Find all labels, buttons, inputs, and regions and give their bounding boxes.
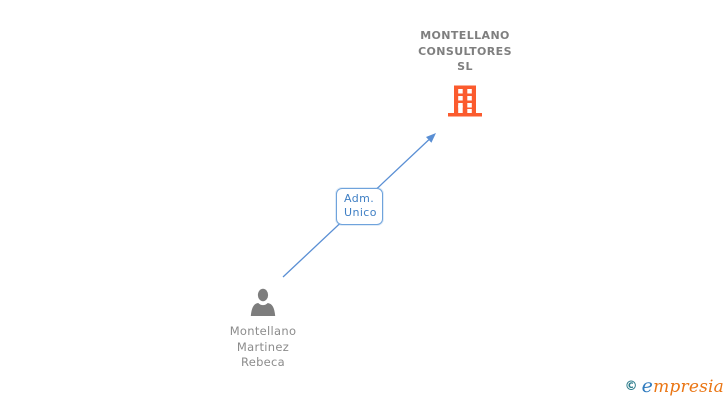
company-name-line-2: CONSULTORES [418, 44, 512, 58]
edge-label-box: Adm. Unico [336, 188, 383, 225]
logo-wordmark: empresia [642, 377, 724, 396]
company-name-line-3: SL [457, 60, 473, 73]
person-name-line-3: Rebeca [240, 355, 286, 369]
person-icon [250, 288, 276, 316]
logo-letters-rest: mpresia [653, 377, 724, 397]
edge-label-line-1: Adm. [344, 192, 375, 205]
company-name: MONTELLANO CONSULTORES SL [395, 28, 535, 75]
edge-label-line-2: Unico [344, 206, 377, 219]
edge-arrowhead [426, 133, 436, 143]
person-name: Montellano Martinez Rebeca [203, 324, 323, 371]
company-name-line-1: MONTELLANO [420, 29, 510, 42]
empresia-logo: © empresia [625, 377, 724, 396]
copyright-icon: © [624, 379, 638, 394]
company-node[interactable]: MONTELLANO CONSULTORES SL [395, 28, 535, 121]
building-icon [448, 85, 482, 116]
logo-letter-e: e [641, 375, 654, 397]
person-name-line-2: Martinez [236, 339, 290, 354]
person-node[interactable]: Montellano Martinez Rebeca [203, 288, 323, 371]
person-name-line-1: Montellano [229, 324, 297, 338]
